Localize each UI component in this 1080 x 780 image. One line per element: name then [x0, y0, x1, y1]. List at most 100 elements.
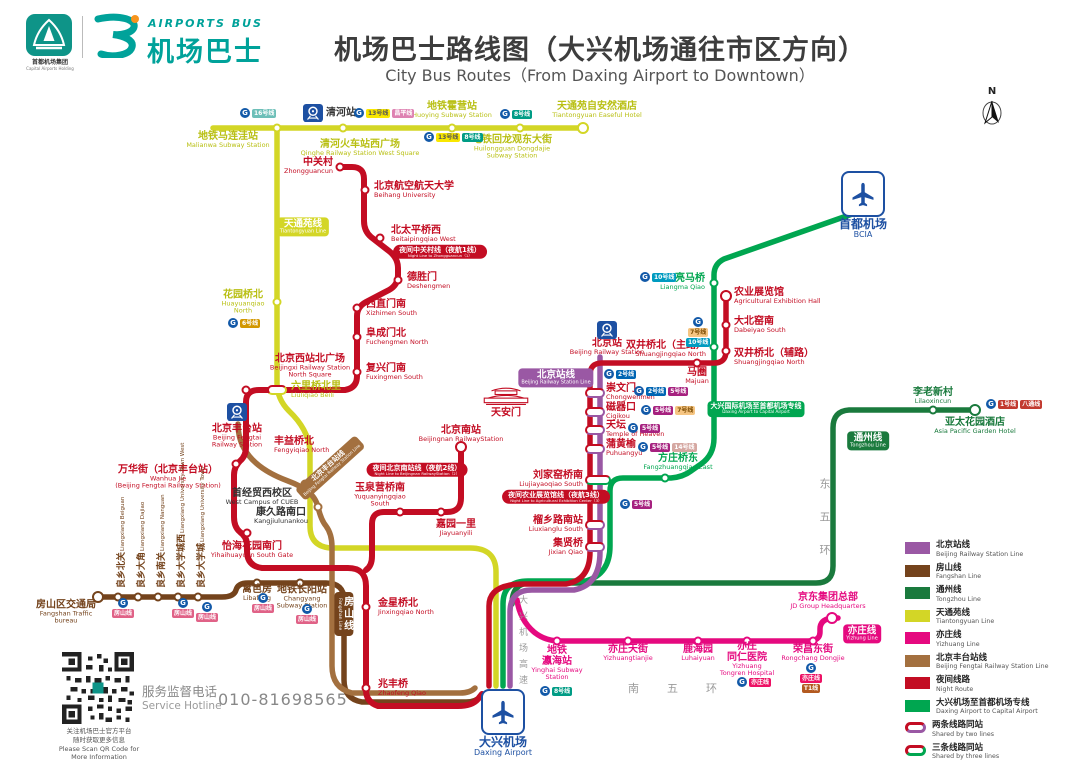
railway-station-icon	[227, 403, 247, 422]
subway-logo-icon: G	[737, 677, 747, 687]
subway-logo-icon: G	[638, 442, 648, 452]
metro-line-chip: 16号线	[252, 108, 277, 118]
station-label: 双井桥北（辅路）Shuangjingqiao North	[734, 347, 814, 366]
station-label: 清河站	[326, 107, 356, 119]
station-dot	[352, 303, 362, 313]
station-label-rotated: 良乡北关Liangxiang Beiguan	[117, 496, 127, 588]
service-hotline-label: 服务监督电话 Service Hotline	[142, 684, 222, 713]
subway-logo-icon: G	[641, 405, 651, 415]
route-airport-express	[500, 209, 861, 689]
station-dot	[455, 441, 467, 453]
subway-logo-icon: G	[424, 132, 434, 142]
airport-icon	[481, 689, 525, 735]
station-dot	[623, 636, 633, 646]
station-label-rotated: 良乡大学城Liangxiang University Town	[197, 466, 207, 588]
night-route-badge: 夜间农业展览馆线（夜航3线）Night Line to Agricultural…	[502, 489, 610, 505]
subway-logo-icon: G	[628, 423, 638, 433]
geo-text: 大兴机场高速	[517, 595, 527, 691]
station-dot	[709, 342, 719, 352]
metro-line-chip: 亦庄线	[749, 677, 772, 687]
legend-color-swatch	[905, 609, 930, 622]
legend-color-swatch	[905, 587, 930, 599]
brand-name-en: AIRPORTS BUS	[148, 17, 263, 30]
hotline-cn: 服务监督电话	[142, 684, 218, 699]
qr-caption: 关注机场巴士官方平台 随时获取更多信息 Please Scan QR Code …	[58, 727, 140, 762]
subway-logo-icon: G	[986, 399, 996, 409]
station-dot	[436, 507, 446, 517]
metro-line-chip: 8号线	[512, 109, 533, 119]
metro-line-chip: 5号线	[632, 499, 653, 509]
page-title: 机场巴士路线图（大兴机场通往市区方向）	[334, 35, 866, 66]
metro-line-chip: 7号线	[675, 405, 696, 415]
station-dot	[92, 591, 104, 603]
header: 首都机场集团 Capital Airports Holding AIRPORTS…	[0, 0, 1080, 90]
metro-line-chip: 房山线	[296, 615, 319, 624]
station-dot	[313, 502, 323, 512]
metro-line-chip: 8号线	[462, 132, 483, 142]
subway-logo-icon: G	[634, 386, 644, 396]
station-dot	[577, 122, 589, 134]
subway-logo-icon: G	[604, 369, 614, 379]
metro-line-chip: 13号线	[436, 132, 461, 142]
route-fengtai	[235, 421, 478, 696]
metro-line-chip: 房山线	[252, 604, 275, 613]
legend-color-swatch	[905, 677, 930, 689]
station-dot	[252, 578, 262, 588]
station-dot	[808, 636, 818, 646]
airport-icon	[841, 171, 885, 217]
station-dot	[826, 612, 838, 624]
station-dot	[193, 592, 203, 602]
legend-shared-station-icon	[905, 744, 926, 756]
legend-color-swatch	[905, 699, 930, 712]
metro-line-chip: 昌平线	[392, 108, 415, 118]
metro-line-chip: 6号线	[240, 318, 261, 328]
metro-line-chip: 7号线	[688, 328, 709, 337]
route-night-east	[486, 290, 729, 689]
station-dot	[242, 528, 252, 538]
logo-group-en: Capital Airports Holding	[26, 66, 74, 71]
station-dot	[295, 578, 305, 588]
route-yizhuang	[514, 597, 841, 644]
subway-logo-icon: G	[620, 499, 630, 509]
station-dot	[133, 592, 143, 602]
subway-logo-icon: G	[640, 272, 650, 282]
metro-line-chip: 8号线	[552, 686, 573, 696]
subway-logo-icon: G	[228, 318, 238, 328]
